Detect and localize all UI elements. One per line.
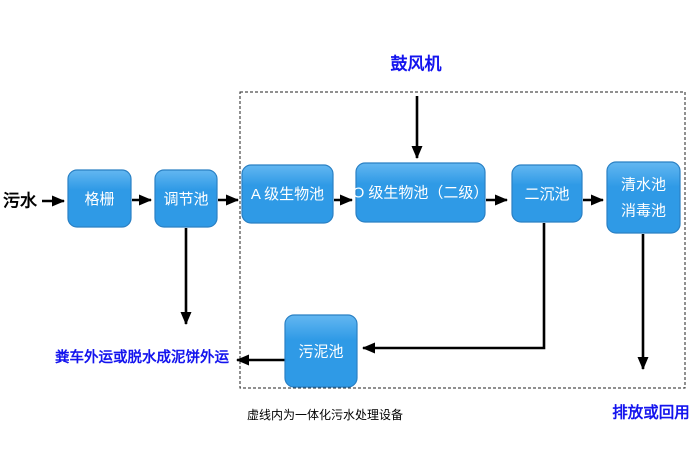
clear-water-tank-box [606,161,681,234]
secondary-clarifier-label: 二沉池 [524,186,569,203]
regulating-tank-box [154,169,218,228]
arrow-secondary-clarifier-to-sludge-tank [362,223,546,354]
node-sludge-tank: 污泥池 [284,314,358,388]
dashed-boundary-note: 虚线内为一体化污水处理设备 [247,408,403,422]
node-a-bio-tank: A 级生物池 [241,164,334,224]
sludge-tank-box [284,314,358,388]
node-o-bio-tank: O 级生物池（二级） [353,162,489,223]
clear-water-tank-label: 清水池 [621,177,666,194]
o-bio-tank-label: O 级生物池（二级） [353,185,489,202]
secondary-clarifier-box [511,164,583,223]
bar-screen-box [67,169,132,228]
sludge-disposal-label: 粪车外运或脱水成泥饼外运 [55,348,229,366]
a-bio-tank-label: A 级生物池 [251,186,324,203]
influent-label: 污水 [3,191,38,211]
node-regulating-tank: 调节池 [154,169,218,228]
blower-label: 鼓风机 [391,54,442,74]
o-bio-tank-box [355,162,486,223]
a-bio-tank-box [241,164,334,224]
regulating-tank-label: 调节池 [163,191,208,208]
node-secondary-clarifier: 二沉池 [511,164,583,223]
disinfection-tank-label: 消毒池 [621,203,666,220]
effluent-label: 排放或回用 [612,403,690,422]
node-clear-water-disinfection-tank: 清水池 消毒池 [606,161,681,234]
node-bar-screen: 格栅 [67,169,132,228]
bar-screen-label: 格栅 [84,191,114,208]
sludge-tank-label: 污泥池 [298,344,343,361]
integrated-equipment-dashed-boundary [239,91,686,389]
